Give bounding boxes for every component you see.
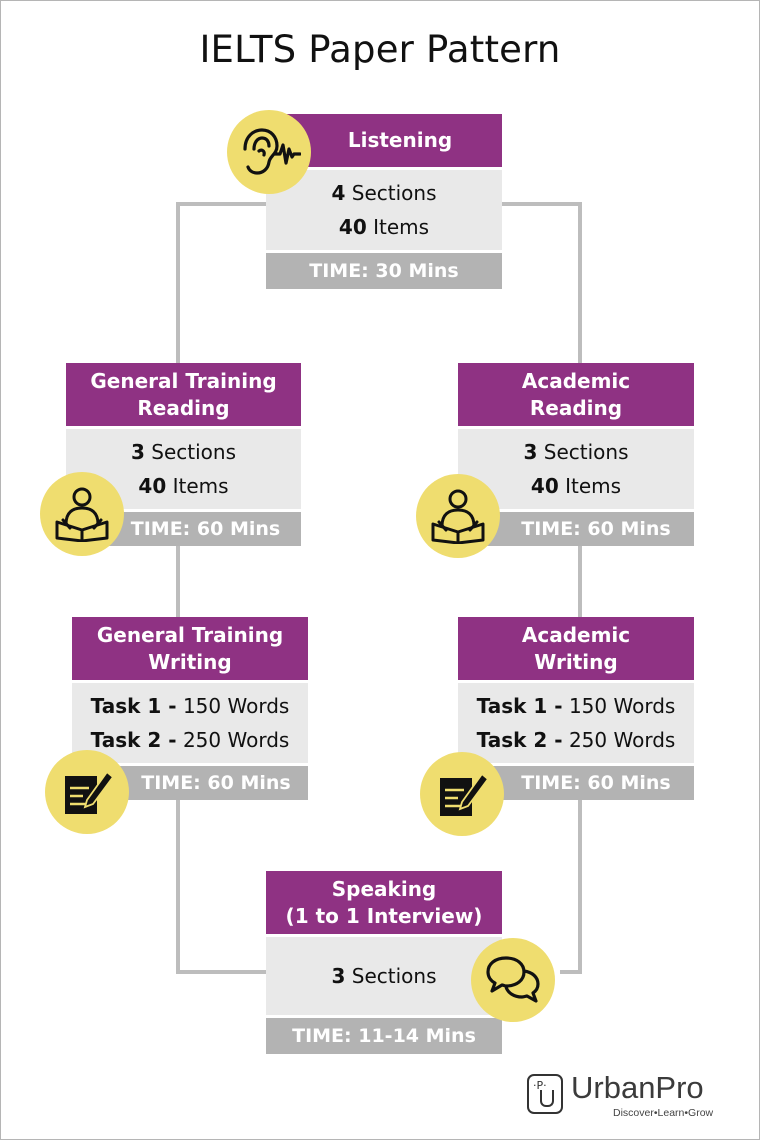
speaking-card: Speaking (1 to 1 Interview) 3 Sections T…: [266, 871, 502, 1054]
ac-writing-task2: Task 2 - 250 Words: [476, 728, 676, 752]
logo-tagline: Discover•Learn•Grow: [613, 1107, 714, 1119]
ac-reading-heading-1: Academic: [521, 368, 631, 393]
writing-pen-icon-2: [420, 752, 504, 836]
listening-time: TIME: 30 Mins: [266, 253, 502, 289]
ear-sound-icon: [227, 110, 311, 194]
speaking-header: Speaking (1 to 1 Interview): [266, 871, 502, 934]
ac-reading-heading-2: Reading: [529, 395, 623, 420]
reading-person-icon: [40, 472, 124, 556]
page-title: IELTS Paper Pattern: [199, 28, 561, 71]
gt-writing-heading-2: Writing: [148, 649, 232, 674]
gt-reading-heading-1: General Training: [90, 368, 277, 393]
listening-body: 4 Sections 40 Items: [266, 170, 502, 250]
speaking-sections: 3 Sections: [331, 964, 437, 988]
ac-reading-items: 40 Items: [530, 474, 622, 498]
ac-writing-heading-1: Academic: [521, 622, 631, 647]
speech-bubbles-icon: [471, 938, 555, 1022]
ac-writing-header: Academic Writing: [458, 617, 694, 680]
reading-person-icon-2: [416, 474, 500, 558]
listening-heading: Listening: [347, 128, 453, 152]
gt-writing-task2: Task 2 - 250 Words: [90, 728, 290, 752]
gt-writing-card: General Training Writing Task 1 - 150 Wo…: [72, 617, 308, 800]
gt-writing-heading-1: General Training: [96, 622, 284, 647]
gt-reading-heading-2: Reading: [137, 395, 230, 420]
ac-reading-card: Academic Reading 3 Sections 40 Items TIM…: [458, 363, 694, 546]
speaking-heading-1: Speaking: [331, 876, 437, 901]
ac-writing-heading-2: Writing: [534, 649, 618, 674]
ac-reading-header: Academic Reading: [458, 363, 694, 426]
speaking-heading-2: (1 to 1 Interview): [285, 903, 483, 928]
speaking-time: TIME: 11-14 Mins: [266, 1018, 502, 1054]
connector-left: [176, 202, 266, 974]
ac-writing-task1: Task 1 - 150 Words: [476, 694, 676, 718]
ac-reading-sections: 3 Sections: [523, 440, 629, 464]
gt-writing-header: General Training Writing: [72, 617, 308, 680]
gt-writing-body: Task 1 - 150 Words Task 2 - 250 Words: [72, 683, 308, 763]
listening-sections: 4 Sections: [331, 181, 437, 205]
ac-writing-card: Academic Writing Task 1 - 150 Words Task…: [458, 617, 694, 800]
ac-writing-body: Task 1 - 150 Words Task 2 - 250 Words: [458, 683, 694, 763]
logo-brand: UrbanPro: [571, 1070, 704, 1105]
ac-reading-body: 3 Sections 40 Items: [458, 429, 694, 509]
speaking-body: 3 Sections: [266, 937, 502, 1015]
listening-items: 40 Items: [338, 215, 430, 239]
gt-reading-header: General Training Reading: [66, 363, 301, 426]
gt-reading-sections: 3 Sections: [130, 440, 236, 464]
gt-reading-items: 40 Items: [138, 474, 229, 498]
gt-writing-task1: Task 1 - 150 Words: [90, 694, 290, 718]
writing-pen-icon: [45, 750, 129, 834]
urbanpro-logo: ·P· UrbanPro Discover•Learn•Grow: [527, 1070, 737, 1122]
logo-mark: ·P·: [527, 1074, 563, 1114]
connector-right: [502, 202, 582, 974]
